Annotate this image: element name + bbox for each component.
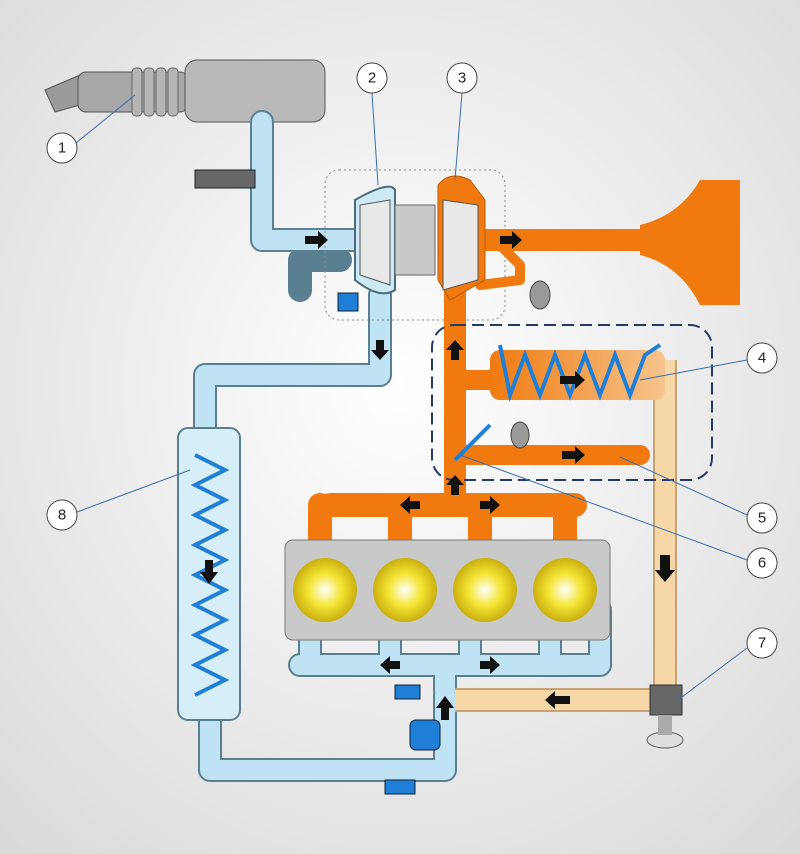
sensors [194, 169, 441, 795]
cylinder-3 [453, 558, 517, 622]
callout-2: 2 [356, 62, 388, 94]
engine-block [284, 539, 611, 641]
callout-7: 7 [746, 627, 778, 659]
callout-label: 5 [758, 510, 766, 527]
egr-cooler [490, 343, 665, 403]
turbo-shaft-housing [394, 204, 436, 276]
egr-module-outline [431, 324, 713, 481]
callout-6: 6 [746, 547, 778, 579]
air-filter [44, 59, 326, 123]
callout-label: 7 [758, 635, 766, 652]
callout-5: 5 [746, 502, 778, 534]
cylinder-2 [373, 558, 437, 622]
turbine [437, 175, 486, 301]
turbocharger-outline [324, 169, 506, 321]
callout-label: 2 [368, 70, 376, 87]
compressor [354, 185, 396, 295]
callout-label: 3 [458, 70, 466, 87]
exhaust-outlet [640, 180, 740, 305]
callout-label: 6 [758, 555, 766, 572]
actuators [510, 280, 551, 449]
callout-label: 4 [758, 350, 766, 367]
callout-label: 8 [58, 507, 66, 524]
callout-leaders [75, 92, 748, 701]
callout-4: 4 [746, 342, 778, 374]
egr-flap-6 [453, 423, 492, 462]
callout-8: 8 [46, 499, 78, 531]
callout-1: 1 [46, 132, 78, 164]
cylinder-1 [293, 558, 357, 622]
callout-label: 1 [58, 140, 66, 157]
egr-valve-7 [646, 684, 684, 749]
callout-3: 3 [446, 62, 478, 94]
cylinder-4 [533, 558, 597, 622]
flow-arrows [200, 231, 675, 720]
